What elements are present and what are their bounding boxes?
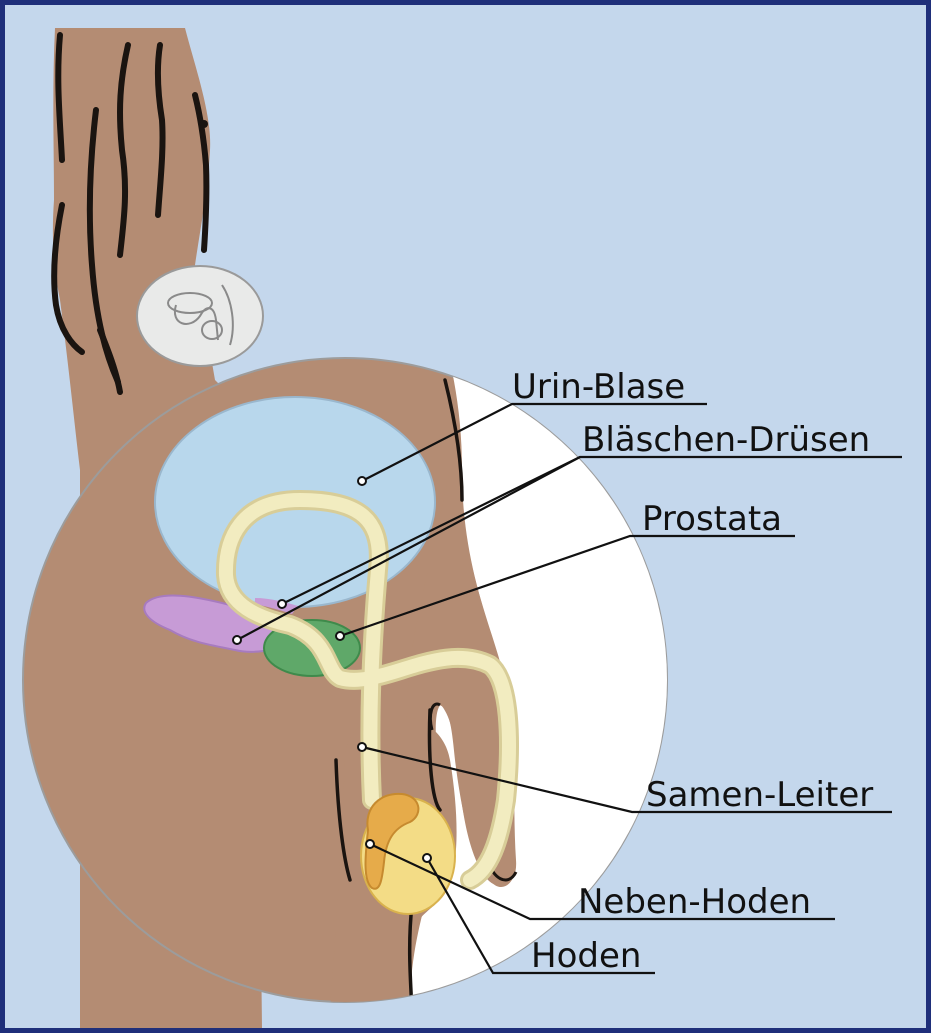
label-neben-hoden: Neben-Hoden (578, 882, 811, 922)
label-samen-leiter: Samen-Leiter (646, 775, 873, 815)
label-prostata: Prostata (642, 499, 782, 539)
navel-dot (200, 120, 208, 128)
label-urin-blase: Urin-Blase (512, 367, 685, 407)
label-blaeschen-druesen: Bläschen-Drüsen (582, 420, 870, 460)
label-hoden: Hoden (531, 936, 641, 976)
small-inset-circle (137, 266, 263, 366)
